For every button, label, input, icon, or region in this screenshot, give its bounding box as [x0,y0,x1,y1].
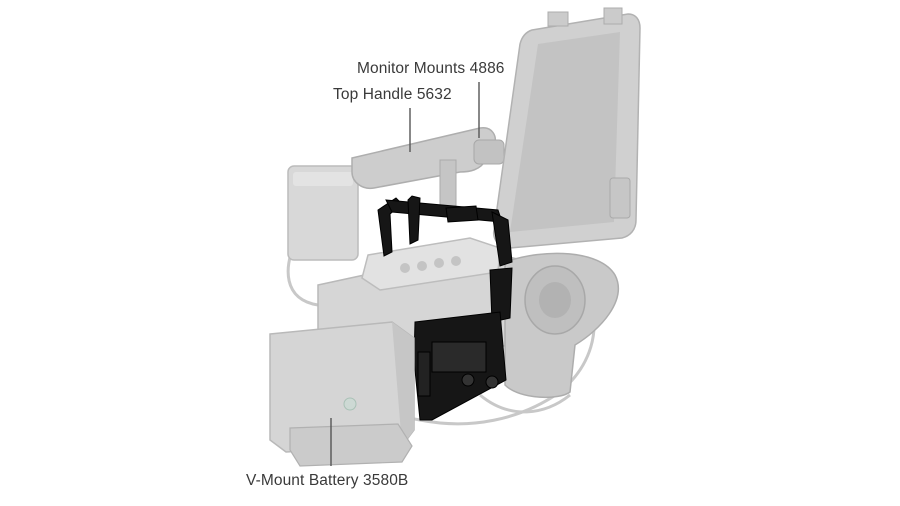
side-battery [287,165,359,261]
callout-monitor-mounts: Monitor Mounts 4886 [357,60,505,77]
callout-top-handle: Top Handle 5632 [333,86,452,103]
monitor [492,7,641,249]
v-mount-battery [269,321,415,467]
callout-v-mount-battery: V-Mount Battery 3580B [246,472,409,489]
callout-leader-lines [330,82,480,466]
top-handle [351,127,505,207]
black-cage [377,195,513,421]
